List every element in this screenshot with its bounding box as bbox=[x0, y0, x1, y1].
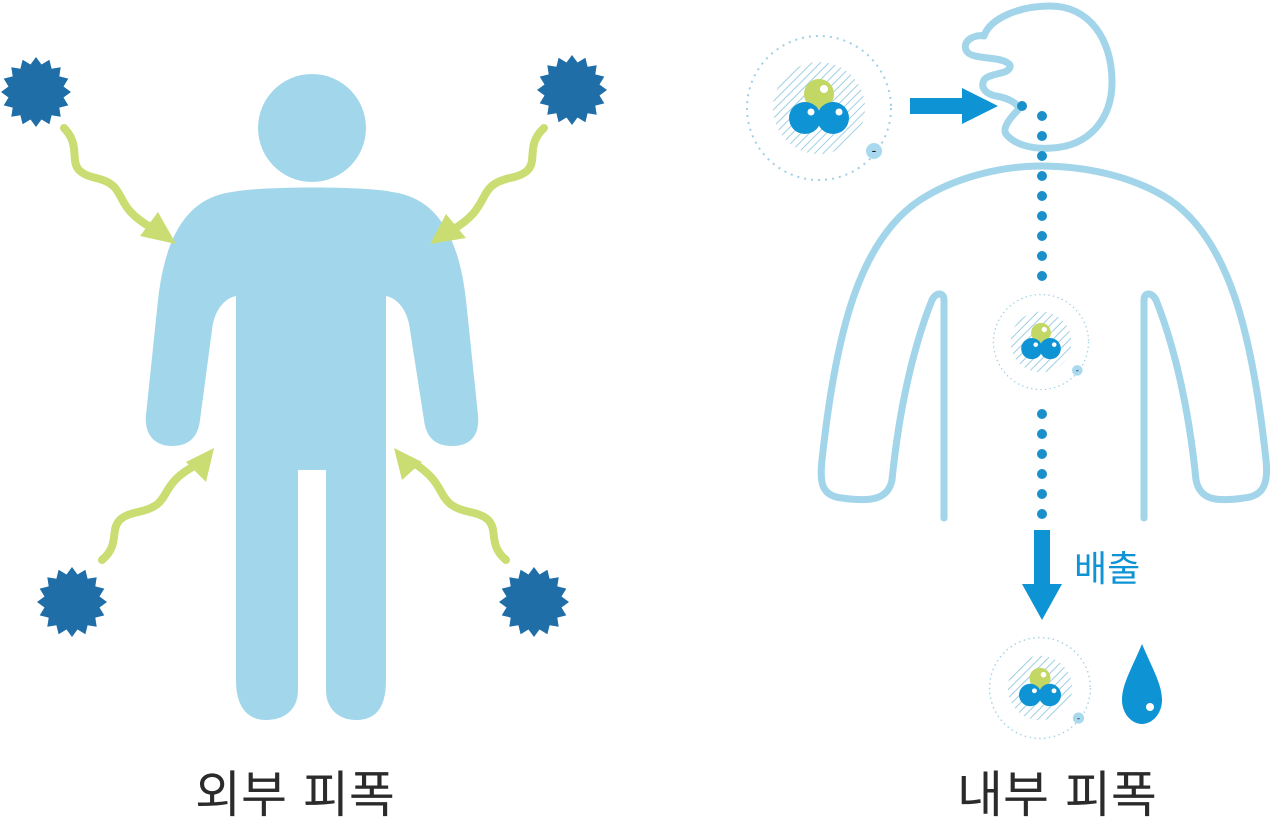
radioactive-particle-icon bbox=[37, 567, 107, 637]
radioactive-particle-icon bbox=[537, 55, 607, 125]
wavy-arrow-icon bbox=[408, 458, 510, 564]
path-dot bbox=[1037, 231, 1047, 241]
radioactive-atom-icon: - bbox=[988, 636, 1092, 740]
path-dot bbox=[1037, 251, 1047, 261]
arrowhead-icon bbox=[394, 448, 422, 480]
path-dot bbox=[1037, 409, 1047, 419]
path-dot bbox=[1037, 131, 1047, 141]
water-drop-icon bbox=[1122, 644, 1162, 724]
path-dot bbox=[1037, 469, 1047, 479]
radioactive-particle-icon bbox=[499, 567, 569, 637]
person-head bbox=[258, 74, 366, 182]
internal-exposure-figure: - - - bbox=[746, 2, 1271, 740]
path-dot bbox=[1037, 449, 1047, 459]
ingestion-path-dots bbox=[1017, 101, 1047, 519]
path-dot bbox=[1037, 191, 1047, 201]
path-dot bbox=[1037, 509, 1047, 519]
electron-charge-label: - bbox=[1076, 366, 1079, 376]
path-dot bbox=[1017, 101, 1027, 111]
arrowhead-icon bbox=[430, 214, 466, 244]
arrowheads bbox=[140, 212, 466, 482]
electron-charge-label: - bbox=[872, 144, 877, 159]
body-outline-icon bbox=[817, 2, 1271, 522]
radioactive-atoms: - - - bbox=[746, 35, 1092, 740]
arrowhead-icon bbox=[140, 212, 176, 244]
path-dot bbox=[1037, 489, 1047, 499]
electron-charge-label: - bbox=[1077, 714, 1080, 724]
radioactive-particle-icon bbox=[1, 57, 71, 127]
path-dot bbox=[1037, 211, 1047, 221]
arrowhead-icon bbox=[186, 448, 214, 482]
head-profile-outline bbox=[961, 2, 1116, 152]
excretion-label: 배출 bbox=[1074, 549, 1141, 590]
ingestion-arrow-icon bbox=[910, 88, 998, 124]
torso-outline bbox=[817, 162, 1271, 522]
radioactive-particles bbox=[1, 55, 607, 637]
person-silhouette-icon bbox=[145, 74, 479, 720]
wavy-arrow-icon bbox=[60, 124, 156, 232]
wavy-arrow-icon bbox=[98, 460, 202, 564]
external-exposure-figure bbox=[1, 55, 607, 720]
external-exposure-caption: 외부 피폭 bbox=[195, 766, 395, 824]
path-dot bbox=[1037, 271, 1047, 281]
radioactive-atom-icon: - bbox=[746, 35, 892, 181]
excretion-arrow-icon bbox=[1022, 530, 1062, 620]
internal-exposure-caption: 내부 피폭 bbox=[957, 766, 1157, 824]
path-dot bbox=[1037, 171, 1047, 181]
incoming-radiation-arrows bbox=[60, 124, 548, 564]
path-dot bbox=[1037, 429, 1047, 439]
wavy-arrow-icon bbox=[448, 124, 548, 234]
radioactive-atom-icon: - bbox=[992, 293, 1090, 391]
path-dot bbox=[1037, 111, 1047, 121]
path-dot bbox=[1037, 151, 1047, 161]
person-body bbox=[145, 187, 479, 720]
